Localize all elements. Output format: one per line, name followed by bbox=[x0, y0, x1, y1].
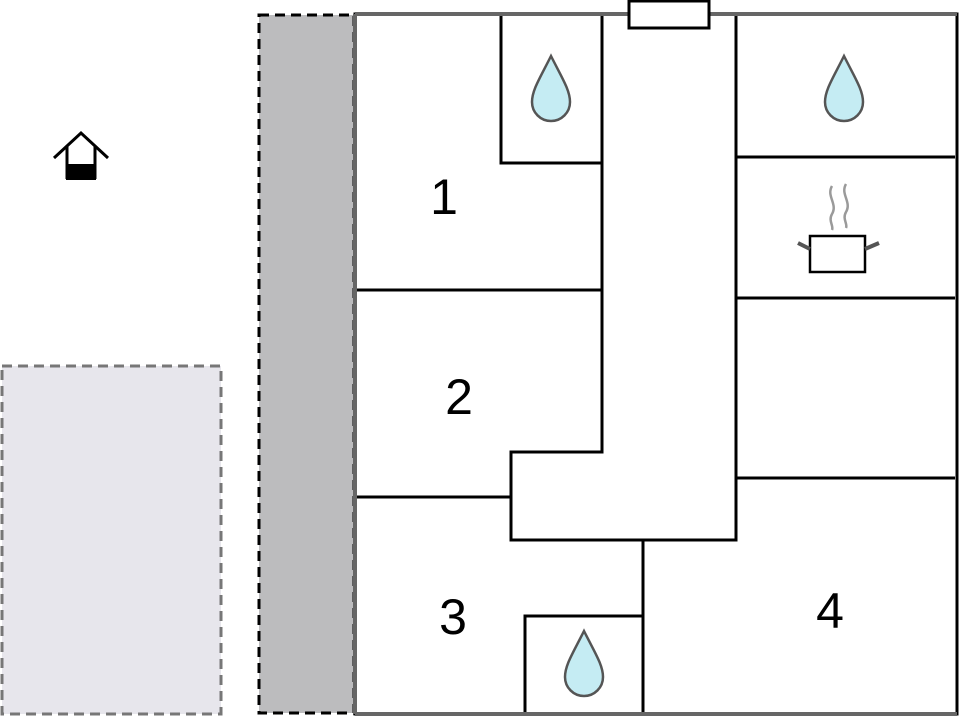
bathroom-1-walls bbox=[499, 15, 602, 165]
interior-walls bbox=[356, 15, 955, 714]
water-drop-icon bbox=[563, 628, 605, 698]
cooking-pot-icon bbox=[797, 183, 880, 274]
room-label-2: 2 bbox=[445, 369, 473, 425]
water-drop-icon bbox=[823, 53, 865, 123]
corridor-right-wall bbox=[643, 15, 738, 542]
room-label-3: 3 bbox=[439, 589, 467, 645]
water-drop-icon bbox=[530, 53, 572, 123]
corridor-left-wall bbox=[509, 15, 645, 714]
terrace-area bbox=[257, 13, 356, 715]
room-label-4: 4 bbox=[816, 583, 844, 639]
entrance-door-icon bbox=[627, 0, 711, 30]
bathroom-3-walls bbox=[523, 614, 643, 714]
room-label-1: 1 bbox=[430, 169, 458, 225]
parking-area bbox=[0, 364, 223, 716]
well-icon bbox=[52, 130, 110, 180]
